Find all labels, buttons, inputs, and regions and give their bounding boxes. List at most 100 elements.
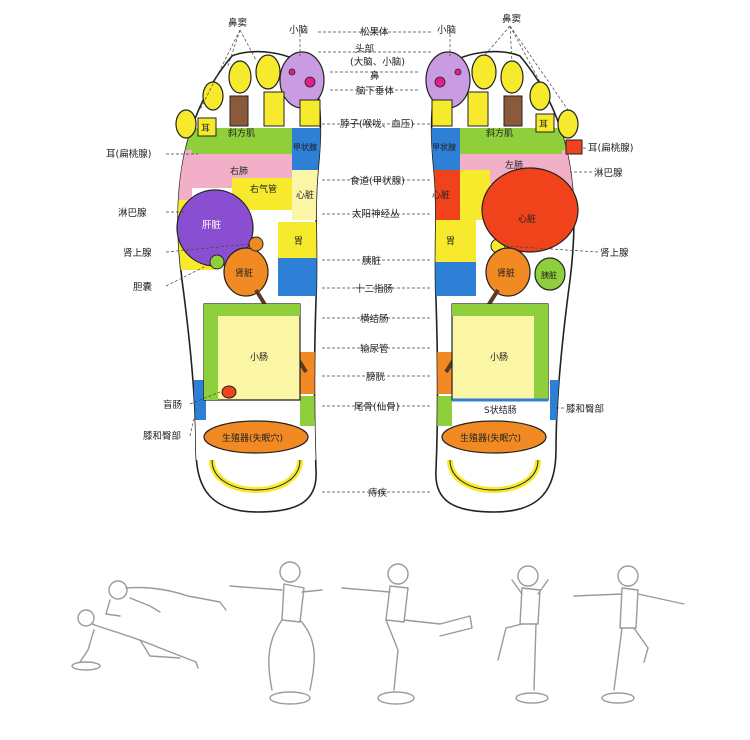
zone-label-ear-left: 耳 <box>201 123 210 134</box>
left-neck-zone <box>299 99 321 127</box>
zone-label-liver: 肝脏 <box>202 219 222 231</box>
left-eye-block-2 <box>263 91 285 127</box>
label-ear-tonsil-right: 耳(扁桃腺) <box>588 142 633 154</box>
exercise-figure-squat <box>229 561 323 705</box>
left-ear-block <box>197 117 217 137</box>
right-ascending-zone <box>534 316 548 400</box>
label-esophagus: 食道(甲状腺) <box>350 175 405 187</box>
right-thyroid-zone <box>431 128 460 170</box>
exercise-figure-kneeling <box>71 580 227 671</box>
zone-label-ear-right: 耳 <box>539 119 548 130</box>
right-toe-2 <box>471 54 497 90</box>
right-heart-zone <box>481 167 579 253</box>
label-lymph-left: 淋巴腺 <box>118 207 147 219</box>
label-ear-tonsil-left: 耳(扁桃腺) <box>106 148 151 160</box>
label-adrenal-right: 肾上腺 <box>600 247 629 259</box>
exercise-figure-balance <box>573 565 685 704</box>
right-kidney-zone <box>485 247 531 297</box>
label-sinus-left: 鼻窦 <box>228 17 247 29</box>
leader-lines <box>165 25 599 493</box>
label-sinus-right: 鼻窦 <box>502 13 521 25</box>
left-pituitary-dot <box>304 76 316 88</box>
right-ear-tonsil-dot <box>565 139 583 155</box>
zone-label-kidney-left: 肾脏 <box>235 267 253 279</box>
exercise-figure-knee-raise <box>497 565 549 704</box>
right-duodenum-zone <box>431 262 476 296</box>
zone-labels: 耳 耳 斜方肌 斜方肌 右肺 左肺 右气管 甲状腺 甲状腺 心脏 心脏 心脏 肝… <box>201 119 557 444</box>
left-gallbladder-dot <box>209 254 225 270</box>
label-pituitary: 脑下垂体 <box>356 85 395 97</box>
left-cecum-dot <box>221 385 237 399</box>
zone-label-small-intestine-right: 小肠 <box>490 352 508 363</box>
zone-label-kidney-right: 肾脏 <box>497 267 515 279</box>
left-nose-dot <box>288 68 296 76</box>
right-ear-block <box>535 113 555 133</box>
left-toe-5 <box>175 109 197 139</box>
label-adrenal-left: 肾上腺 <box>123 247 152 259</box>
left-foot <box>175 50 325 513</box>
left-coccyx-zone <box>300 396 320 426</box>
zone-label-thyroid-right: 甲状腺 <box>432 142 456 152</box>
right-heart-small-zone <box>431 170 460 220</box>
label-cerebellum-left: 小脑 <box>289 24 308 36</box>
right-intestine-frame <box>451 303 549 401</box>
label-cerebellum-right: 小脑 <box>437 24 456 36</box>
label-knee-left: 膝和臀部 <box>143 430 181 442</box>
label-lymph-right: 淋巴腺 <box>594 167 623 179</box>
left-toe-2 <box>255 54 281 90</box>
label-duodenum: 十二指肠 <box>355 283 393 295</box>
zone-label-bronchus: 右气管 <box>250 183 277 195</box>
zone-label-right-lung: 右肺 <box>230 165 248 177</box>
right-foot <box>425 50 583 513</box>
label-coccyx: 尾骨(仙骨) <box>354 401 399 413</box>
right-toe-4 <box>529 81 551 111</box>
left-stomach-zone <box>278 222 321 258</box>
right-reproductive-zone <box>441 420 547 454</box>
left-toe-3 <box>228 60 252 94</box>
label-hemorrhoid: 痔疾 <box>368 487 388 499</box>
left-thyroid-zone <box>292 128 321 170</box>
left-duodenum-zone <box>278 258 321 296</box>
zone-label-thyroid-left: 甲状腺 <box>293 142 317 152</box>
label-pancreas: 胰脏 <box>362 255 382 267</box>
right-toe-5 <box>557 109 579 139</box>
right-eye-block-2 <box>503 95 523 127</box>
label-solar-plexus: 太阳神经丛 <box>352 208 400 220</box>
zone-label-sigmoid: S状结肠 <box>484 404 517 416</box>
zone-label-stomach-right: 胃 <box>446 236 455 247</box>
left-kidney-zone <box>223 247 269 297</box>
exercise-figures <box>71 561 685 705</box>
label-nose: 鼻 <box>370 70 380 82</box>
right-toe-3 <box>500 60 524 94</box>
label-gallbladder: 胆囊 <box>133 281 153 293</box>
right-coccyx-zone <box>431 396 452 426</box>
left-toe-4 <box>202 81 224 111</box>
right-transverse-zone <box>452 304 548 316</box>
label-head: 头部 <box>355 43 374 55</box>
label-neck: 脖子(喉咙、血压) <box>340 118 414 130</box>
zone-label-pancreas-right: 胰脏 <box>541 270 557 280</box>
zone-label-heart-left: 心脏 <box>296 189 314 201</box>
left-descending-zone <box>204 316 218 400</box>
zone-label-trapezius-right: 斜方肌 <box>486 127 513 139</box>
outer-labels: 鼻窦 鼻窦 小脑 小脑 松果体 头部 (大脑、小脑) 鼻 脑下垂体 脖子(喉咙、… <box>106 13 633 499</box>
label-head-sub: (大脑、小脑) <box>350 56 405 68</box>
left-adrenal-dot <box>248 236 264 252</box>
label-knee-right: 膝和臀部 <box>566 403 604 415</box>
zone-label-left-lung: 左肺 <box>505 159 523 171</box>
left-eye-block-1 <box>229 95 249 127</box>
zone-label-reproductive-right: 生殖器(失眠穴) <box>460 432 521 444</box>
left-reproductive-zone <box>203 420 309 454</box>
right-pituitary-dot <box>434 76 446 88</box>
right-pancreas-zone <box>534 257 566 291</box>
right-neck-zone <box>431 99 453 127</box>
zone-label-reproductive-left: 生殖器(失眠穴) <box>222 432 283 444</box>
label-pineal: 松果体 <box>360 26 389 38</box>
right-nose-dot <box>454 68 462 76</box>
left-transverse-zone <box>204 304 300 316</box>
label-transverse-colon: 横结肠 <box>360 313 389 325</box>
left-bladder-zone <box>300 352 320 394</box>
zone-label-small-intestine-left: 小肠 <box>250 352 268 363</box>
exercise-figure-leg-extension <box>341 563 473 705</box>
left-heart-zone <box>292 170 321 220</box>
